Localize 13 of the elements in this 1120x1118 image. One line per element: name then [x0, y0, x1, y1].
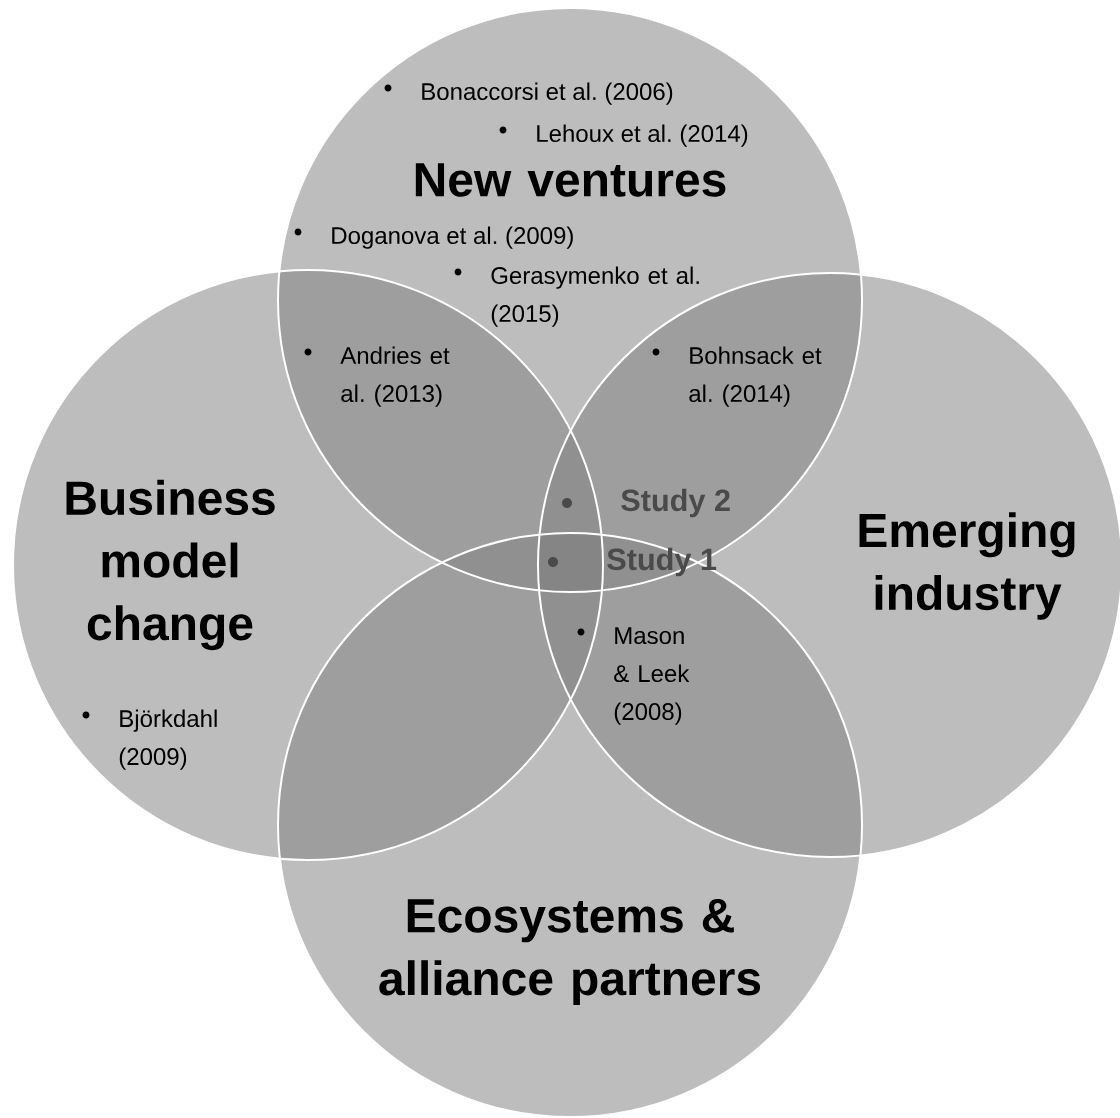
citation-text: Andries et al. (2013): [340, 346, 450, 407]
citation-text: Björkdahl (2009): [119, 709, 217, 770]
citation-text: Lehoux et al. (2014): [537, 124, 748, 147]
circle-heading: Emerging industry: [859, 512, 1075, 620]
citation-text: Bohnsack et al. (2014): [689, 346, 822, 407]
citation-text: Doganova et al. (2009): [332, 226, 573, 249]
citation-text: Bonaccorsi et al. (2006): [422, 82, 673, 105]
circle-heading: Business model change: [66, 479, 275, 651]
circle-heading: New ventures: [415, 163, 726, 197]
citation-text: Gerasymenko et al. (2015): [491, 266, 699, 327]
citation-text: Mason & Leek (2008): [614, 627, 690, 725]
study-label: Study 2: [621, 488, 730, 518]
circle-heading: Ecosystems & alliance partners: [379, 899, 761, 1005]
